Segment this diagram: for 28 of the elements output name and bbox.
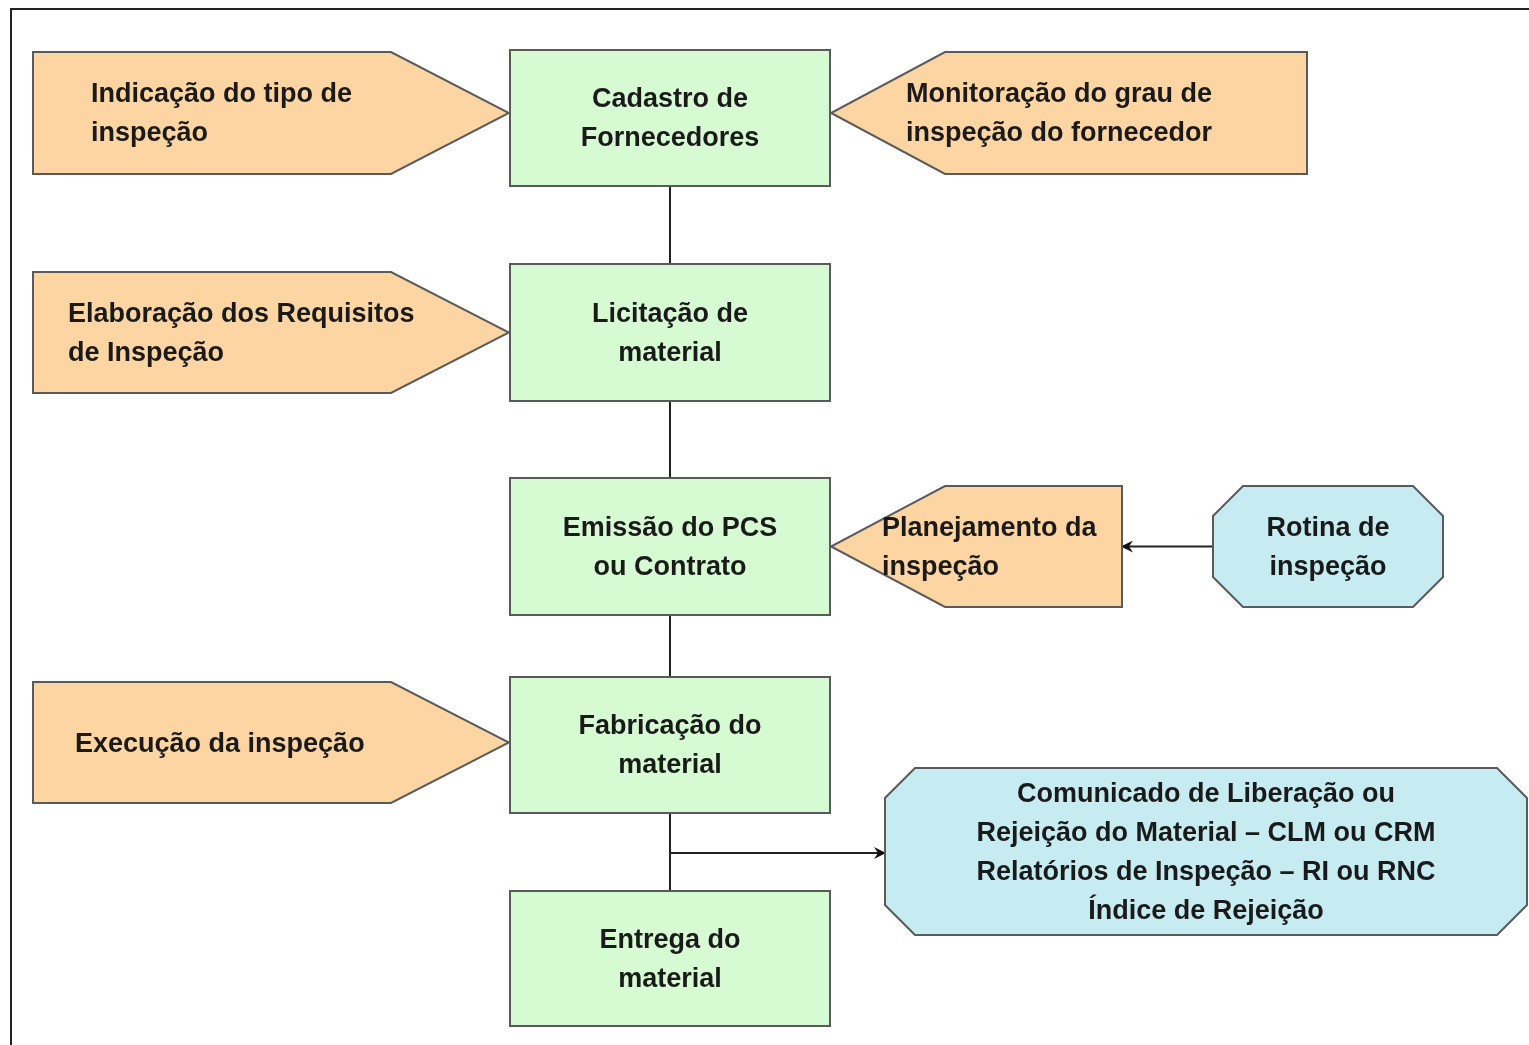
input-pentagon <box>831 486 1122 607</box>
input-pentagon <box>33 52 509 174</box>
node-label: Rotina de inspeção <box>1265 510 1391 583</box>
process-box <box>510 264 830 401</box>
arrow <box>669 812 886 859</box>
connector-line <box>669 185 671 265</box>
process-box <box>510 478 830 615</box>
node-label: Fabricação do material <box>577 709 763 781</box>
process-box <box>510 50 830 186</box>
node-label: Planejamento da inspeção <box>882 510 1098 583</box>
input-pentagon <box>831 52 1307 174</box>
node-label: Entrega do material <box>598 922 742 995</box>
input-pentagon <box>33 682 509 803</box>
node-label: Comunicado de Liberação ou Rejeição do Material – CLM ou CRM Relatórios de Inspeção – RI ou RNC Índice de Rejeição <box>975 776 1437 927</box>
node-label: Indicação do tipo de inspeção <box>91 77 354 149</box>
node-label: Elaboração dos Requisitos de Inspeção <box>68 296 416 369</box>
arrow <box>1121 540 1214 553</box>
process-box <box>510 677 830 813</box>
node-label: Licitação de material <box>590 296 750 369</box>
node-label: Monitoração do grau de inspeção do fornecedor <box>906 77 1214 149</box>
node-label: Cadastro de Fornecedores <box>579 82 761 154</box>
process-box <box>510 891 830 1026</box>
node-label: Emissão do PCS ou Contrato <box>561 510 779 583</box>
connector-line <box>669 400 671 479</box>
node-label: Execução da inspeção <box>75 726 366 760</box>
input-pentagon <box>33 272 509 393</box>
connector-line <box>669 614 671 678</box>
output-octagon <box>1213 486 1443 607</box>
